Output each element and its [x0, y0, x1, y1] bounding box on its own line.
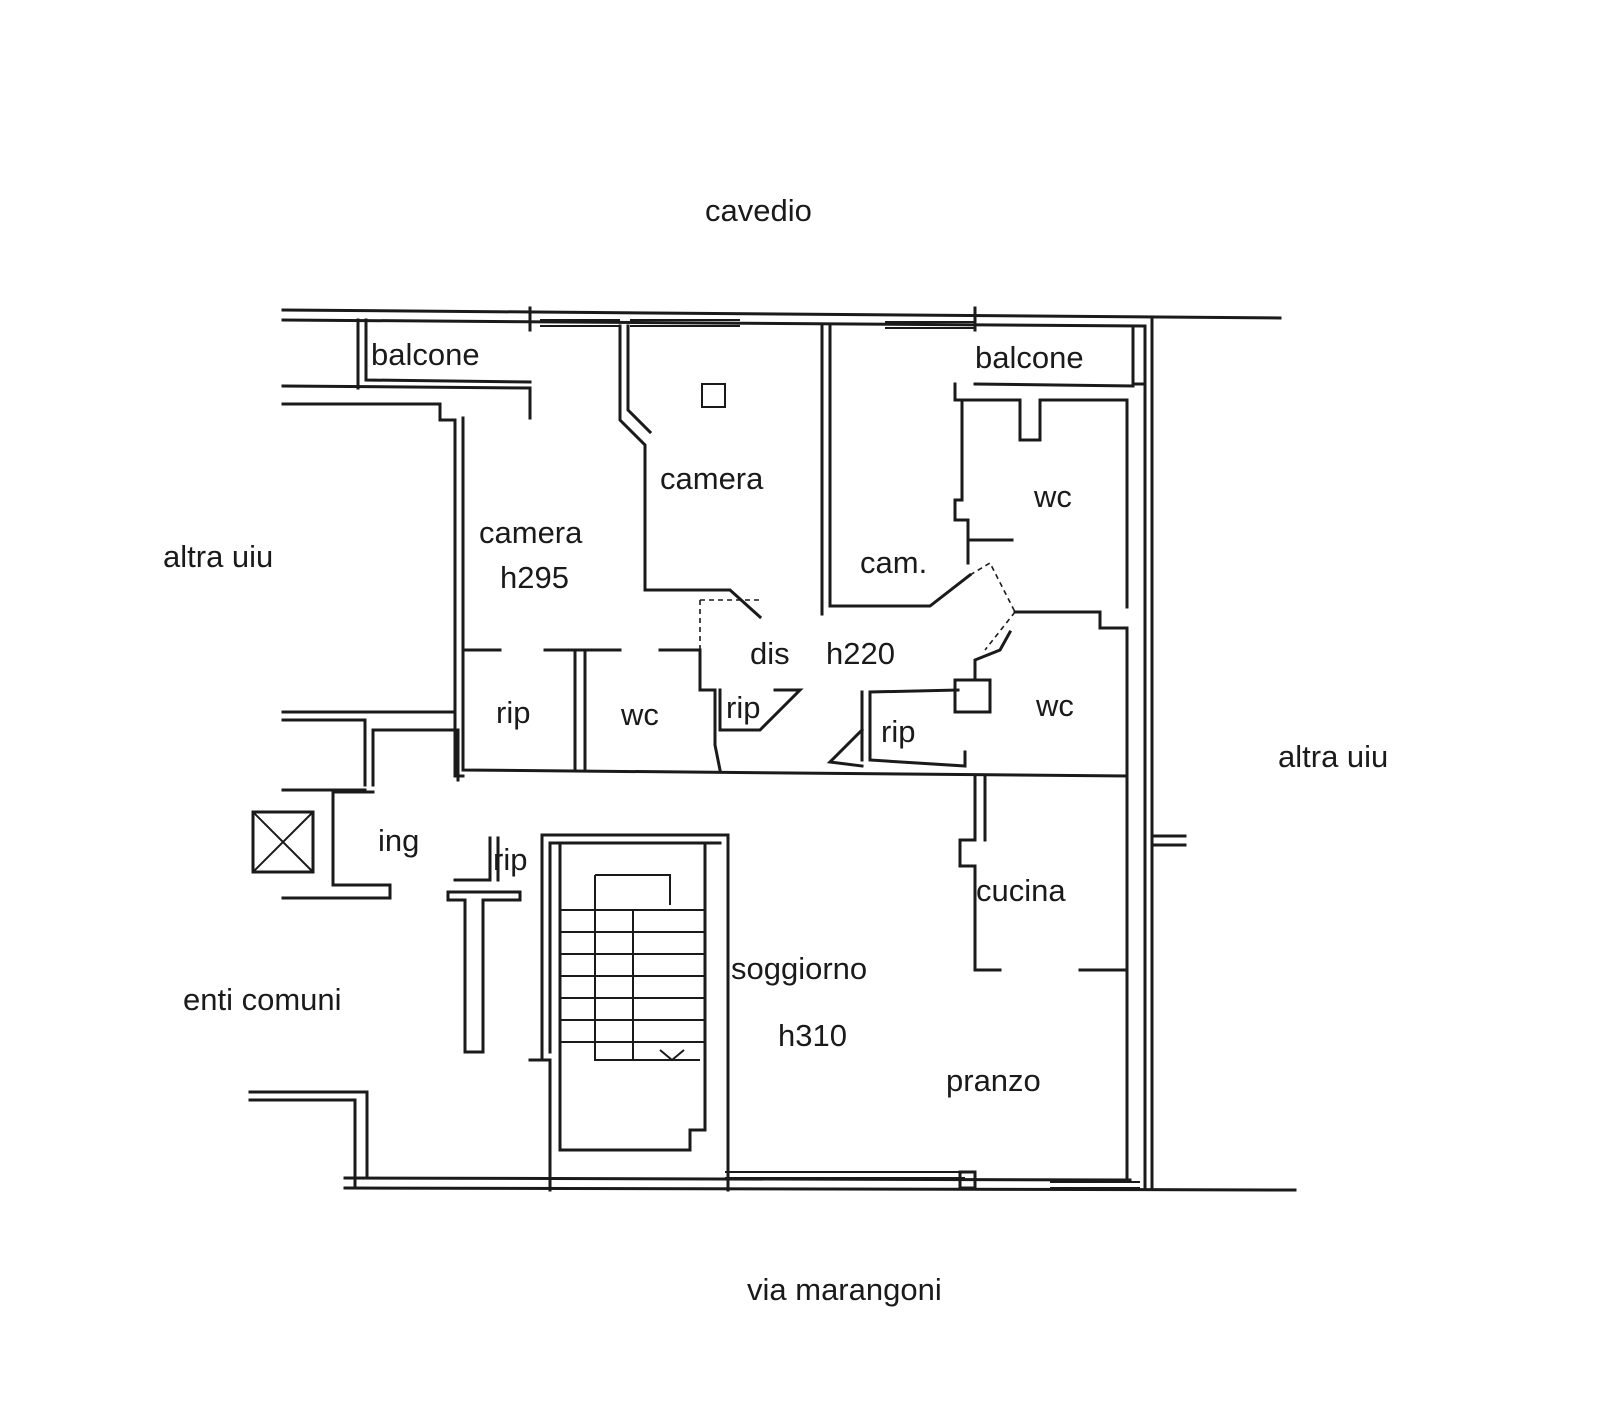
label-enti-comuni: enti comuni: [183, 982, 342, 1017]
symbols: [251, 383, 726, 874]
balconies: [356, 306, 1147, 390]
room-rip-left: rip: [496, 695, 530, 730]
interior-walls: [453, 324, 1129, 1180]
room-rip-entrance: rip: [493, 842, 527, 877]
room-wc-upper-right: wc: [1033, 479, 1072, 514]
label-altra-uiu-left: altra uiu: [163, 539, 273, 574]
room-ing: ing: [378, 823, 419, 858]
room-wc-lower-right: wc: [1035, 688, 1074, 723]
room-dis-height: h220: [826, 636, 895, 671]
room-pranzo: pranzo: [946, 1063, 1041, 1098]
room-soggiorno-height: h310: [778, 1018, 847, 1053]
room-cam: cam.: [860, 545, 927, 580]
outer-walls: [248, 308, 1297, 1192]
room-rip-corridor: rip: [726, 690, 760, 725]
label-altra-uiu-right: altra uiu: [1278, 739, 1388, 774]
elevator-cross-icon: [251, 810, 315, 874]
room-cucina: cucina: [976, 873, 1066, 908]
room-wc-middle: wc: [620, 697, 659, 732]
room-dis: dis: [750, 636, 790, 671]
room-camera-left: camera: [479, 515, 583, 550]
room-camera-left-height: h295: [500, 560, 569, 595]
room-balcone-left: balcone: [371, 337, 480, 372]
shaft-square-icon: [701, 383, 726, 408]
dis-thresholds: [699, 561, 1016, 651]
label-cavedio: cavedio: [705, 193, 812, 228]
stairwell: [528, 833, 730, 1192]
room-balcone-right: balcone: [975, 340, 1084, 375]
label-via-marangoni: via marangoni: [747, 1272, 942, 1307]
room-soggiorno: soggiorno: [731, 951, 867, 986]
room-rip-right: rip: [881, 714, 915, 749]
room-camera-center: camera: [660, 461, 764, 496]
